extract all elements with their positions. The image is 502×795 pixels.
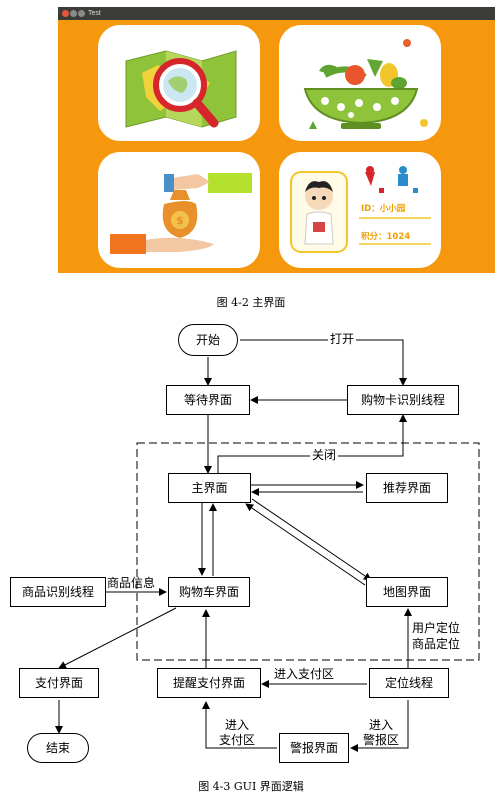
title-bar: Test: [58, 7, 495, 20]
close-window-button[interactable]: [62, 10, 69, 17]
figure-4-2-caption: 图 4-2 主界面: [216, 296, 286, 309]
edge-start-cardthread: [240, 339, 407, 386]
node-recommend: 推荐界面: [366, 473, 448, 503]
minimize-window-button[interactable]: [70, 10, 77, 17]
edge-main-cardthread: [217, 414, 407, 473]
node-cart: 购物车界面: [168, 577, 250, 607]
maximize-window-button[interactable]: [78, 10, 85, 17]
edge-alarm-remind: [202, 701, 277, 749]
edge-main-map: [251, 498, 372, 581]
user-avatar-icon: [290, 166, 431, 253]
node-alarm: 警报界面: [279, 733, 349, 763]
app-window: Test: [58, 7, 495, 273]
node-pay: 支付界面: [19, 668, 99, 698]
edge-cart-pay: [58, 607, 177, 669]
edge-label-enter-pay-area: 进入支付区: [274, 667, 335, 681]
figure-4-3-caption: 图 4-3 GUI 界面逻辑: [198, 780, 304, 793]
edge-map-main: [245, 503, 366, 586]
node-goods-thread: 商品识别线程: [10, 577, 106, 607]
user-points-label: 积分：1024: [361, 232, 411, 242]
vegetable-basket-icon: [303, 39, 428, 129]
node-remind: 提醒支付界面: [157, 668, 261, 698]
money-bag-hand-icon: $: [110, 173, 252, 254]
enter-pay-line1: 进入: [224, 718, 249, 732]
node-map: 地图界面: [366, 577, 448, 607]
node-wait: 等待界面: [166, 385, 250, 415]
map-search-tile[interactable]: [98, 25, 260, 141]
edge-label-close: 关闭: [310, 448, 339, 462]
svg-text:$: $: [176, 214, 184, 227]
node-loc-thread: 定位线程: [369, 668, 449, 698]
edge-label-open: 打开: [328, 332, 357, 346]
recommend-tile[interactable]: [279, 25, 441, 141]
map-magnifier-icon: [125, 50, 237, 128]
edge-label-user-loc: 用户定位: [412, 621, 461, 635]
edge-locthread-alarm: [350, 700, 409, 752]
user-id-label: ID：小小园: [361, 204, 406, 214]
edge-label-enter-alarm-area: 进入 警报区: [356, 718, 406, 748]
gui-boundary-dashed: [136, 442, 480, 661]
enter-pay-line2: 支付区: [218, 733, 255, 747]
enter-alarm-line2: 警报区: [362, 733, 399, 747]
user-tile[interactable]: ID：小小园 积分：1024: [279, 152, 441, 268]
node-end: 结束: [27, 733, 89, 763]
node-card-thread: 购物卡识别线程: [347, 385, 459, 415]
window-title: Test: [88, 10, 101, 17]
enter-alarm-line1: 进入: [368, 718, 393, 732]
node-start: 开始: [178, 324, 238, 356]
edge-label-goods-loc: 商品定位: [412, 637, 461, 651]
edge-label-goods-info: 商品信息: [107, 576, 156, 590]
node-main: 主界面: [168, 473, 251, 503]
payment-tile[interactable]: $: [98, 152, 260, 268]
edge-label-enter-pay-area-vertical: 进入 支付区: [212, 718, 262, 748]
